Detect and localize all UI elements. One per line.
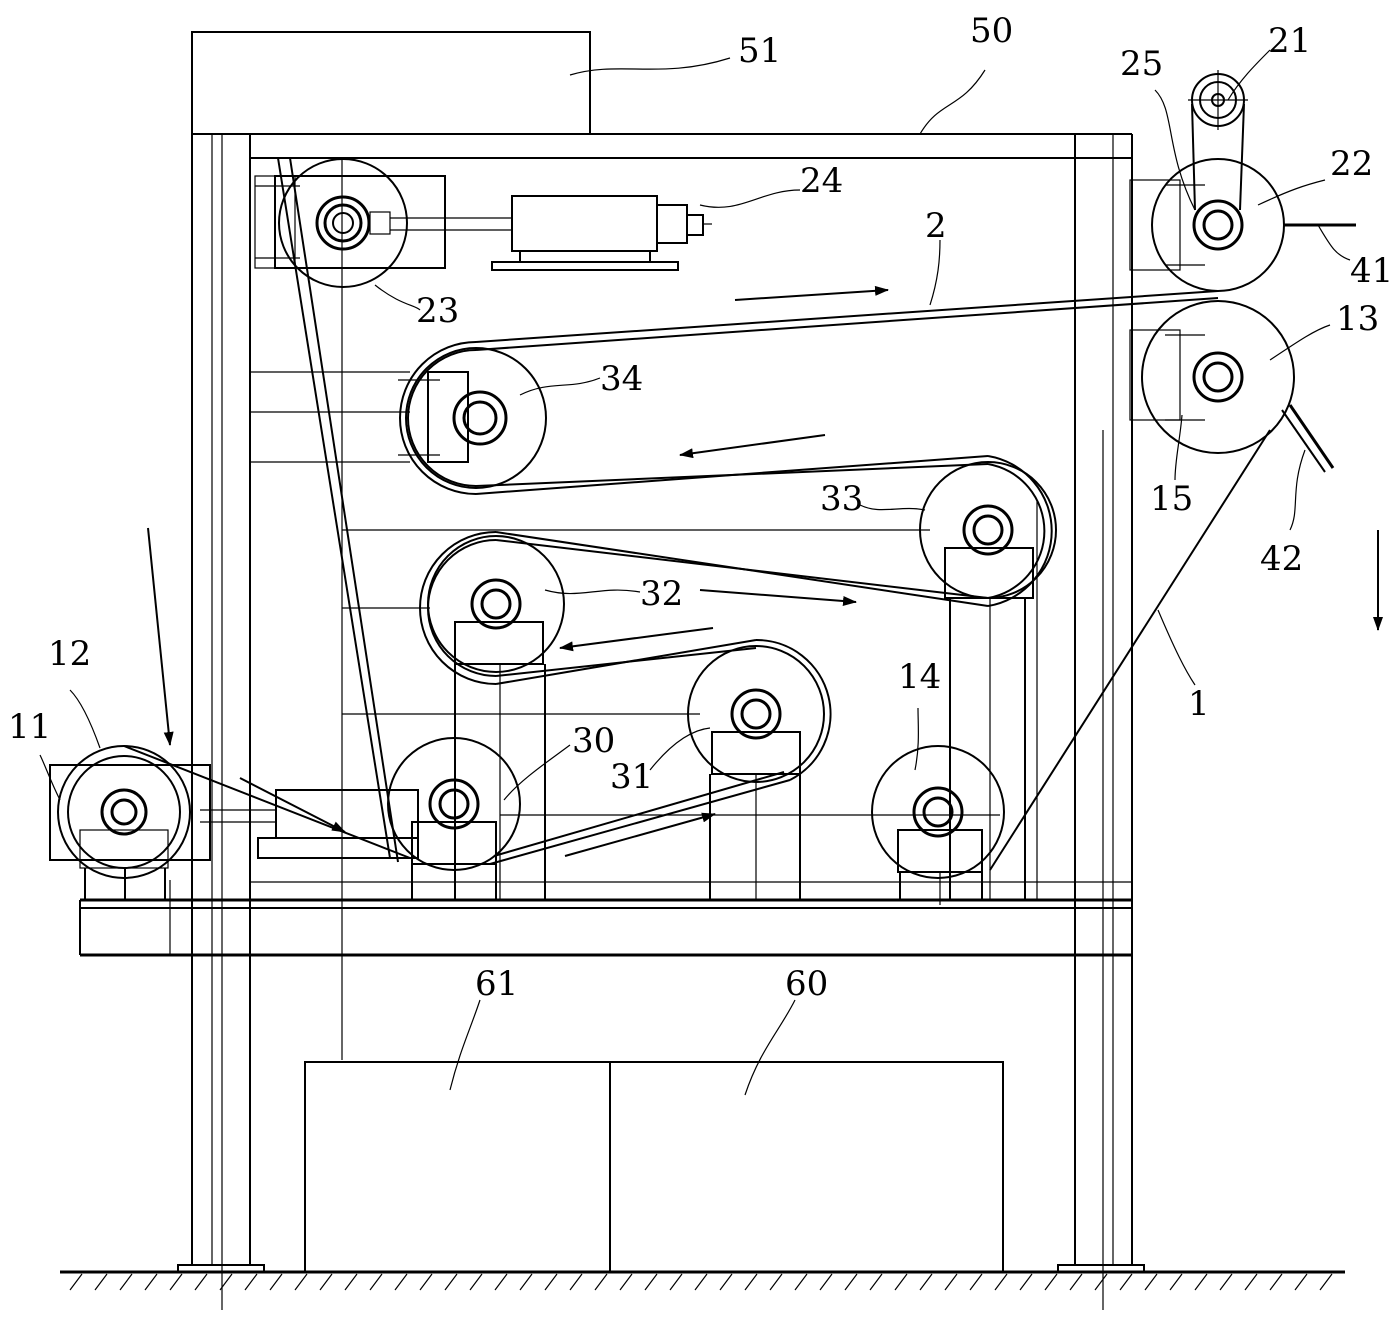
roller-21 [1188, 70, 1248, 211]
label-50: 50 [970, 11, 1013, 51]
label-34: 34 [600, 359, 643, 399]
roller-13 [1129, 300, 1335, 473]
label-42: 42 [1260, 539, 1303, 579]
label-41: 41 [1350, 251, 1393, 291]
label-12: 12 [48, 634, 91, 674]
part-labels: 51 50 25 21 22 24 2 41 23 13 34 15 33 42… [8, 11, 1393, 1004]
label-61: 61 [475, 964, 518, 1004]
label-33: 33 [820, 479, 863, 519]
ground [60, 1270, 1345, 1291]
label-1: 1 [1188, 684, 1210, 724]
cylinder-24 [491, 195, 712, 271]
label-25: 25 [1120, 44, 1163, 84]
roller-12 [49, 745, 211, 900]
roller-34 [398, 347, 547, 489]
label-15: 15 [1150, 479, 1193, 519]
belt-1 [123, 157, 1271, 871]
roller-14 [871, 745, 1005, 905]
roller-23 [254, 158, 512, 288]
label-30: 30 [572, 721, 615, 761]
label-21: 21 [1268, 21, 1311, 61]
top-box-51 [191, 31, 591, 135]
label-31: 31 [610, 757, 653, 797]
label-60: 60 [785, 964, 828, 1004]
label-32: 32 [640, 574, 683, 614]
roller-22 [1129, 158, 1356, 292]
main-frame [79, 133, 1145, 1310]
label-51: 51 [738, 31, 781, 71]
label-24: 24 [800, 161, 843, 201]
label-14: 14 [898, 657, 941, 697]
bottom-boxes [304, 1061, 1004, 1273]
belt-2 [399, 290, 1219, 865]
label-23: 23 [416, 291, 459, 331]
label-22: 22 [1330, 144, 1373, 184]
label-13: 13 [1336, 299, 1379, 339]
leader-lines [39, 49, 1351, 1096]
label-2: 2 [925, 206, 947, 246]
label-11: 11 [8, 707, 51, 747]
roller-31 [687, 645, 825, 900]
roller-33 [919, 461, 1057, 900]
direction-arrows [147, 285, 1383, 857]
roller-30 [200, 737, 521, 900]
